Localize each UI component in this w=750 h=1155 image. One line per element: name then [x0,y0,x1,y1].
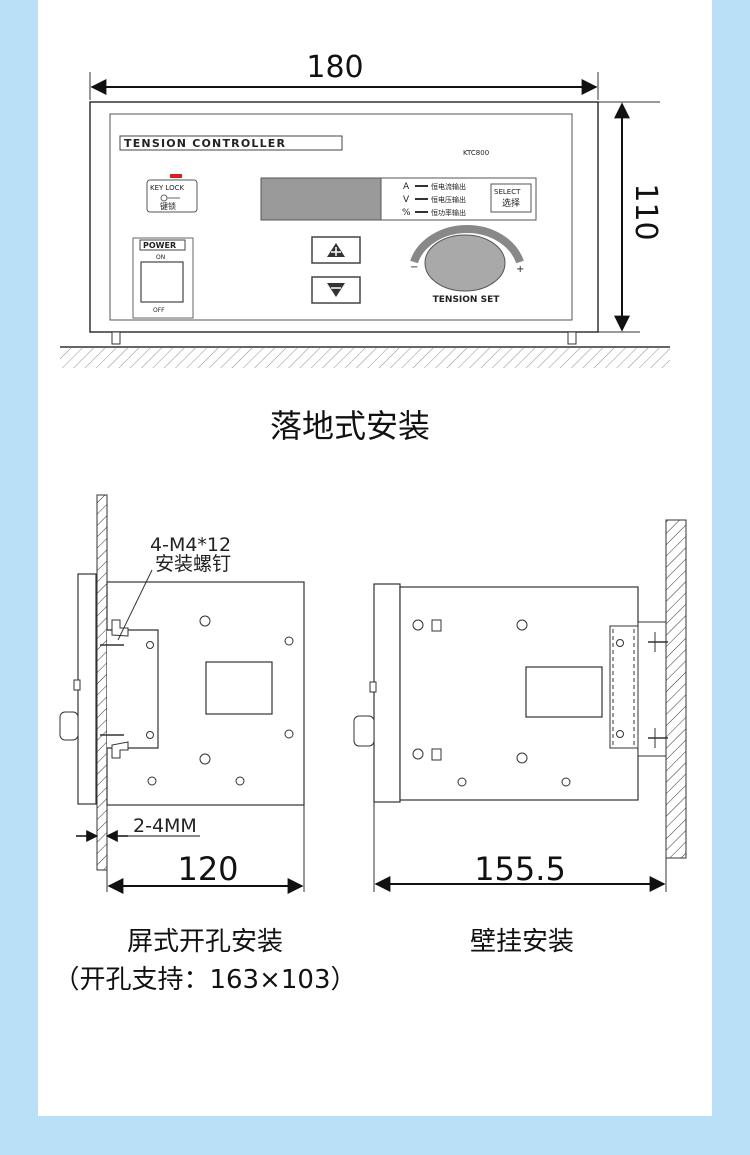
power-switch: POWER ON OFF [132,237,194,319]
height-dim-label: 110 [628,183,663,240]
svg-text:+: + [516,264,524,275]
select-button: SELECT 选择 [490,183,532,213]
svg-text:恒功率输出: 恒功率输出 [431,208,466,217]
panel-wall [96,494,108,871]
wall-mount-drawing: 155.5 [353,519,687,892]
key-lock: KEY LOCK 键锁 [146,174,198,213]
screw-spec: 4-M4*12 [150,534,231,556]
up-button [311,236,361,264]
width-dimension: 180 [89,50,599,100]
screw-label: 安装螺钉 [155,553,231,575]
thickness-label: 2-4MM [133,815,197,837]
lcd-display [260,177,382,221]
down-button [311,276,361,304]
down-arrow-icon [327,283,345,297]
device-model: KTC800 [463,149,489,157]
width-dim-label: 180 [306,50,363,85]
wall [665,519,687,859]
svg-text:A: A [403,182,410,192]
svg-text:POWER: POWER [143,241,176,250]
svg-text:键锁: 键锁 [160,201,176,211]
device-title: TENSION CONTROLLER [124,137,286,150]
wall-mount-caption: 壁挂安装 [470,927,574,957]
power-rocker [140,261,184,303]
screw-leader [117,569,153,641]
svg-text:KEY LOCK: KEY LOCK [150,184,185,192]
wall-depth-dim: 155.5 [474,850,566,888]
tension-knob: − + TENSION SET [410,225,524,305]
panel-mount-drawing: 4-M4*12 安装螺钉 2-4MM 120 [59,494,305,894]
height-dimension: 110 [598,101,663,333]
svg-text:SELECT: SELECT [494,188,521,196]
floor-mount-drawing: 180 110 TENSION CONTROLLER KTC800 KEY L [60,50,670,368]
svg-text:恒电压输出: 恒电压输出 [431,195,466,204]
svg-text:V: V [403,195,410,205]
panel-mount-caption: 屏式开孔安装 [127,927,283,957]
svg-text:OFF: OFF [153,307,165,314]
key-lock-indicator [170,174,182,178]
panel-mount-subcaption: （开孔支持：163×103） [53,965,356,995]
svg-text:−: − [410,262,418,273]
panel-depth-dim: 120 [177,850,238,888]
svg-text:TENSION SET: TENSION SET [433,295,501,305]
svg-text:恒电流输出: 恒电流输出 [431,182,466,191]
floor-mount-caption: 落地式安装 [270,407,430,445]
ground-hatch [60,348,670,368]
svg-text:%: % [402,208,411,218]
output-indicators: A 恒电流输出 V 恒电压输出 % 恒功率输出 [402,182,466,218]
svg-text:ON: ON [156,254,165,261]
svg-text:选择: 选择 [502,197,520,209]
